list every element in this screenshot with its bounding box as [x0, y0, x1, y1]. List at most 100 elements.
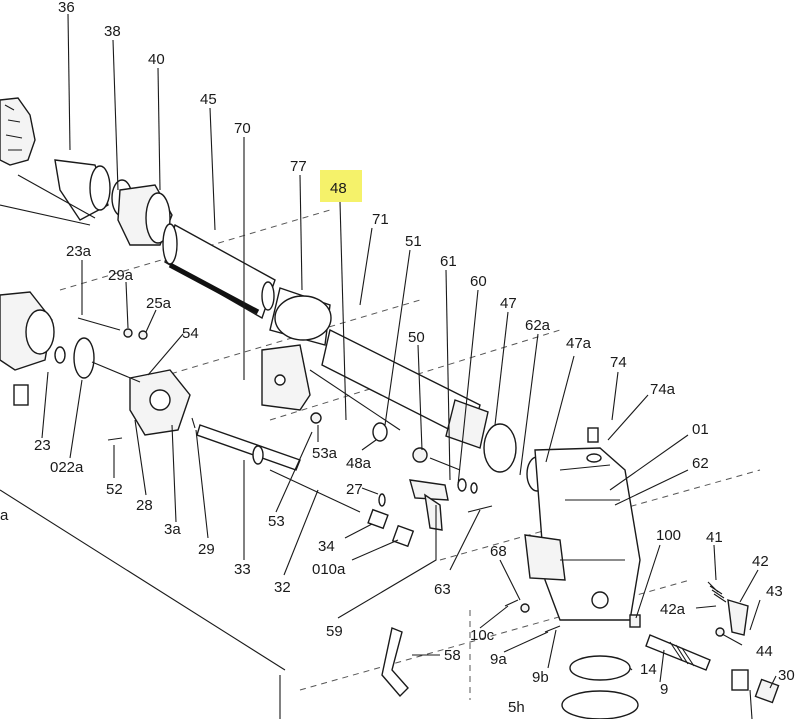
housing-40: [117, 184, 173, 246]
seal-23: [54, 346, 66, 364]
shaft-33: [196, 424, 301, 471]
label-14: 14: [640, 661, 657, 678]
label-28: 28: [136, 497, 153, 514]
label-5h: 5h: [508, 699, 525, 716]
label-47: 47: [500, 295, 517, 312]
label-32: 32: [274, 579, 291, 596]
label-52: 52: [106, 481, 123, 498]
label-44: 44: [756, 643, 773, 660]
shaft-48: [309, 328, 481, 442]
shaft-9: [645, 634, 711, 671]
label-71: 71: [372, 211, 389, 228]
washer-74a: [586, 453, 602, 463]
label-010a: 010a: [312, 561, 346, 578]
sleeve-34: [367, 508, 389, 530]
label-74: 74: [610, 354, 627, 371]
label-45: 45: [200, 91, 217, 108]
label-40: 40: [148, 51, 165, 68]
label-48: 48: [330, 180, 347, 197]
rod-23a: [77, 317, 121, 331]
label-34: 34: [318, 538, 335, 555]
label-62: 62: [692, 455, 709, 472]
bolt-63: [467, 505, 493, 513]
label-42: 42: [752, 553, 769, 570]
threaded-tube-47: [445, 399, 517, 473]
tube-45: [162, 223, 276, 320]
label-60: 60: [470, 273, 487, 290]
nut-68: [520, 603, 530, 613]
label-51: 51: [405, 233, 422, 250]
leader-lines: [41, 13, 777, 689]
highlight-48: [320, 170, 362, 202]
label-43: 43: [766, 583, 783, 600]
label-23: 23: [34, 437, 51, 454]
label-01: 01: [692, 421, 709, 438]
label-23a: 23a: [66, 243, 92, 260]
pin-29: [191, 417, 196, 429]
label-50: 50: [408, 329, 425, 346]
label-59: 59: [326, 623, 343, 640]
bolt-10c: [504, 599, 519, 607]
flange-022a: [73, 337, 95, 379]
bushing-30: [731, 669, 749, 691]
gearbox-01: [524, 447, 641, 621]
label-53a: 53a: [312, 445, 338, 462]
label-33: 33: [234, 561, 251, 578]
cap-30: [754, 678, 780, 704]
label-48a: 48a: [346, 455, 372, 472]
label-9b: 9b: [532, 669, 549, 686]
label-63: 63: [434, 581, 451, 598]
bushing-48a: [372, 422, 388, 442]
housing-left: [0, 291, 55, 406]
label-022a: 022a: [50, 459, 84, 476]
label-29a: 29a: [108, 267, 134, 284]
gear-5h: [561, 690, 639, 719]
ring-14: [569, 655, 631, 681]
label-70: 70: [234, 120, 251, 137]
bolt-9a: [544, 625, 561, 633]
coupling-77: [269, 287, 332, 346]
pin-27: [378, 493, 386, 507]
label-41: 41: [706, 529, 723, 546]
label-9: 9: [660, 681, 668, 698]
assembly-guides: [59, 209, 761, 700]
housing-54: [129, 369, 191, 436]
label-47a: 47a: [566, 335, 592, 352]
shaft-28: [91, 361, 141, 383]
lever-42: [727, 599, 749, 636]
label-77: 77: [290, 158, 307, 175]
label-30: 30: [778, 667, 795, 684]
label-27: 27: [346, 481, 363, 498]
bolt-74: [587, 427, 599, 443]
gear-36: [0, 97, 36, 166]
label-100: 100: [656, 527, 681, 544]
label-74a: 74a: [650, 381, 676, 398]
label-10c: 10c: [470, 627, 495, 644]
label-29: 29: [198, 541, 215, 558]
label-54: 54: [182, 325, 199, 342]
long-rod: [0, 489, 286, 671]
sleeve-010a: [391, 524, 415, 548]
linkage-59: [409, 447, 478, 531]
rod-32: [269, 469, 361, 513]
nut-25a: [138, 330, 148, 340]
label-3a: 3a: [164, 521, 181, 538]
tube-58: [381, 627, 409, 698]
label-36: 36: [58, 0, 75, 16]
bracket: [261, 344, 311, 411]
label-9a: 9a: [490, 651, 507, 668]
nut-29a: [123, 328, 133, 338]
label-68: 68: [490, 543, 507, 560]
label-38: 38: [104, 23, 121, 40]
bolt-100: [629, 614, 641, 628]
cone-36: [54, 159, 111, 221]
label-53: 53: [268, 513, 285, 530]
nut-53a: [310, 412, 322, 424]
label-a: a: [0, 507, 9, 524]
label-62a: 62a: [525, 317, 551, 334]
label-58: 58: [444, 647, 461, 664]
label-61: 61: [440, 253, 457, 270]
